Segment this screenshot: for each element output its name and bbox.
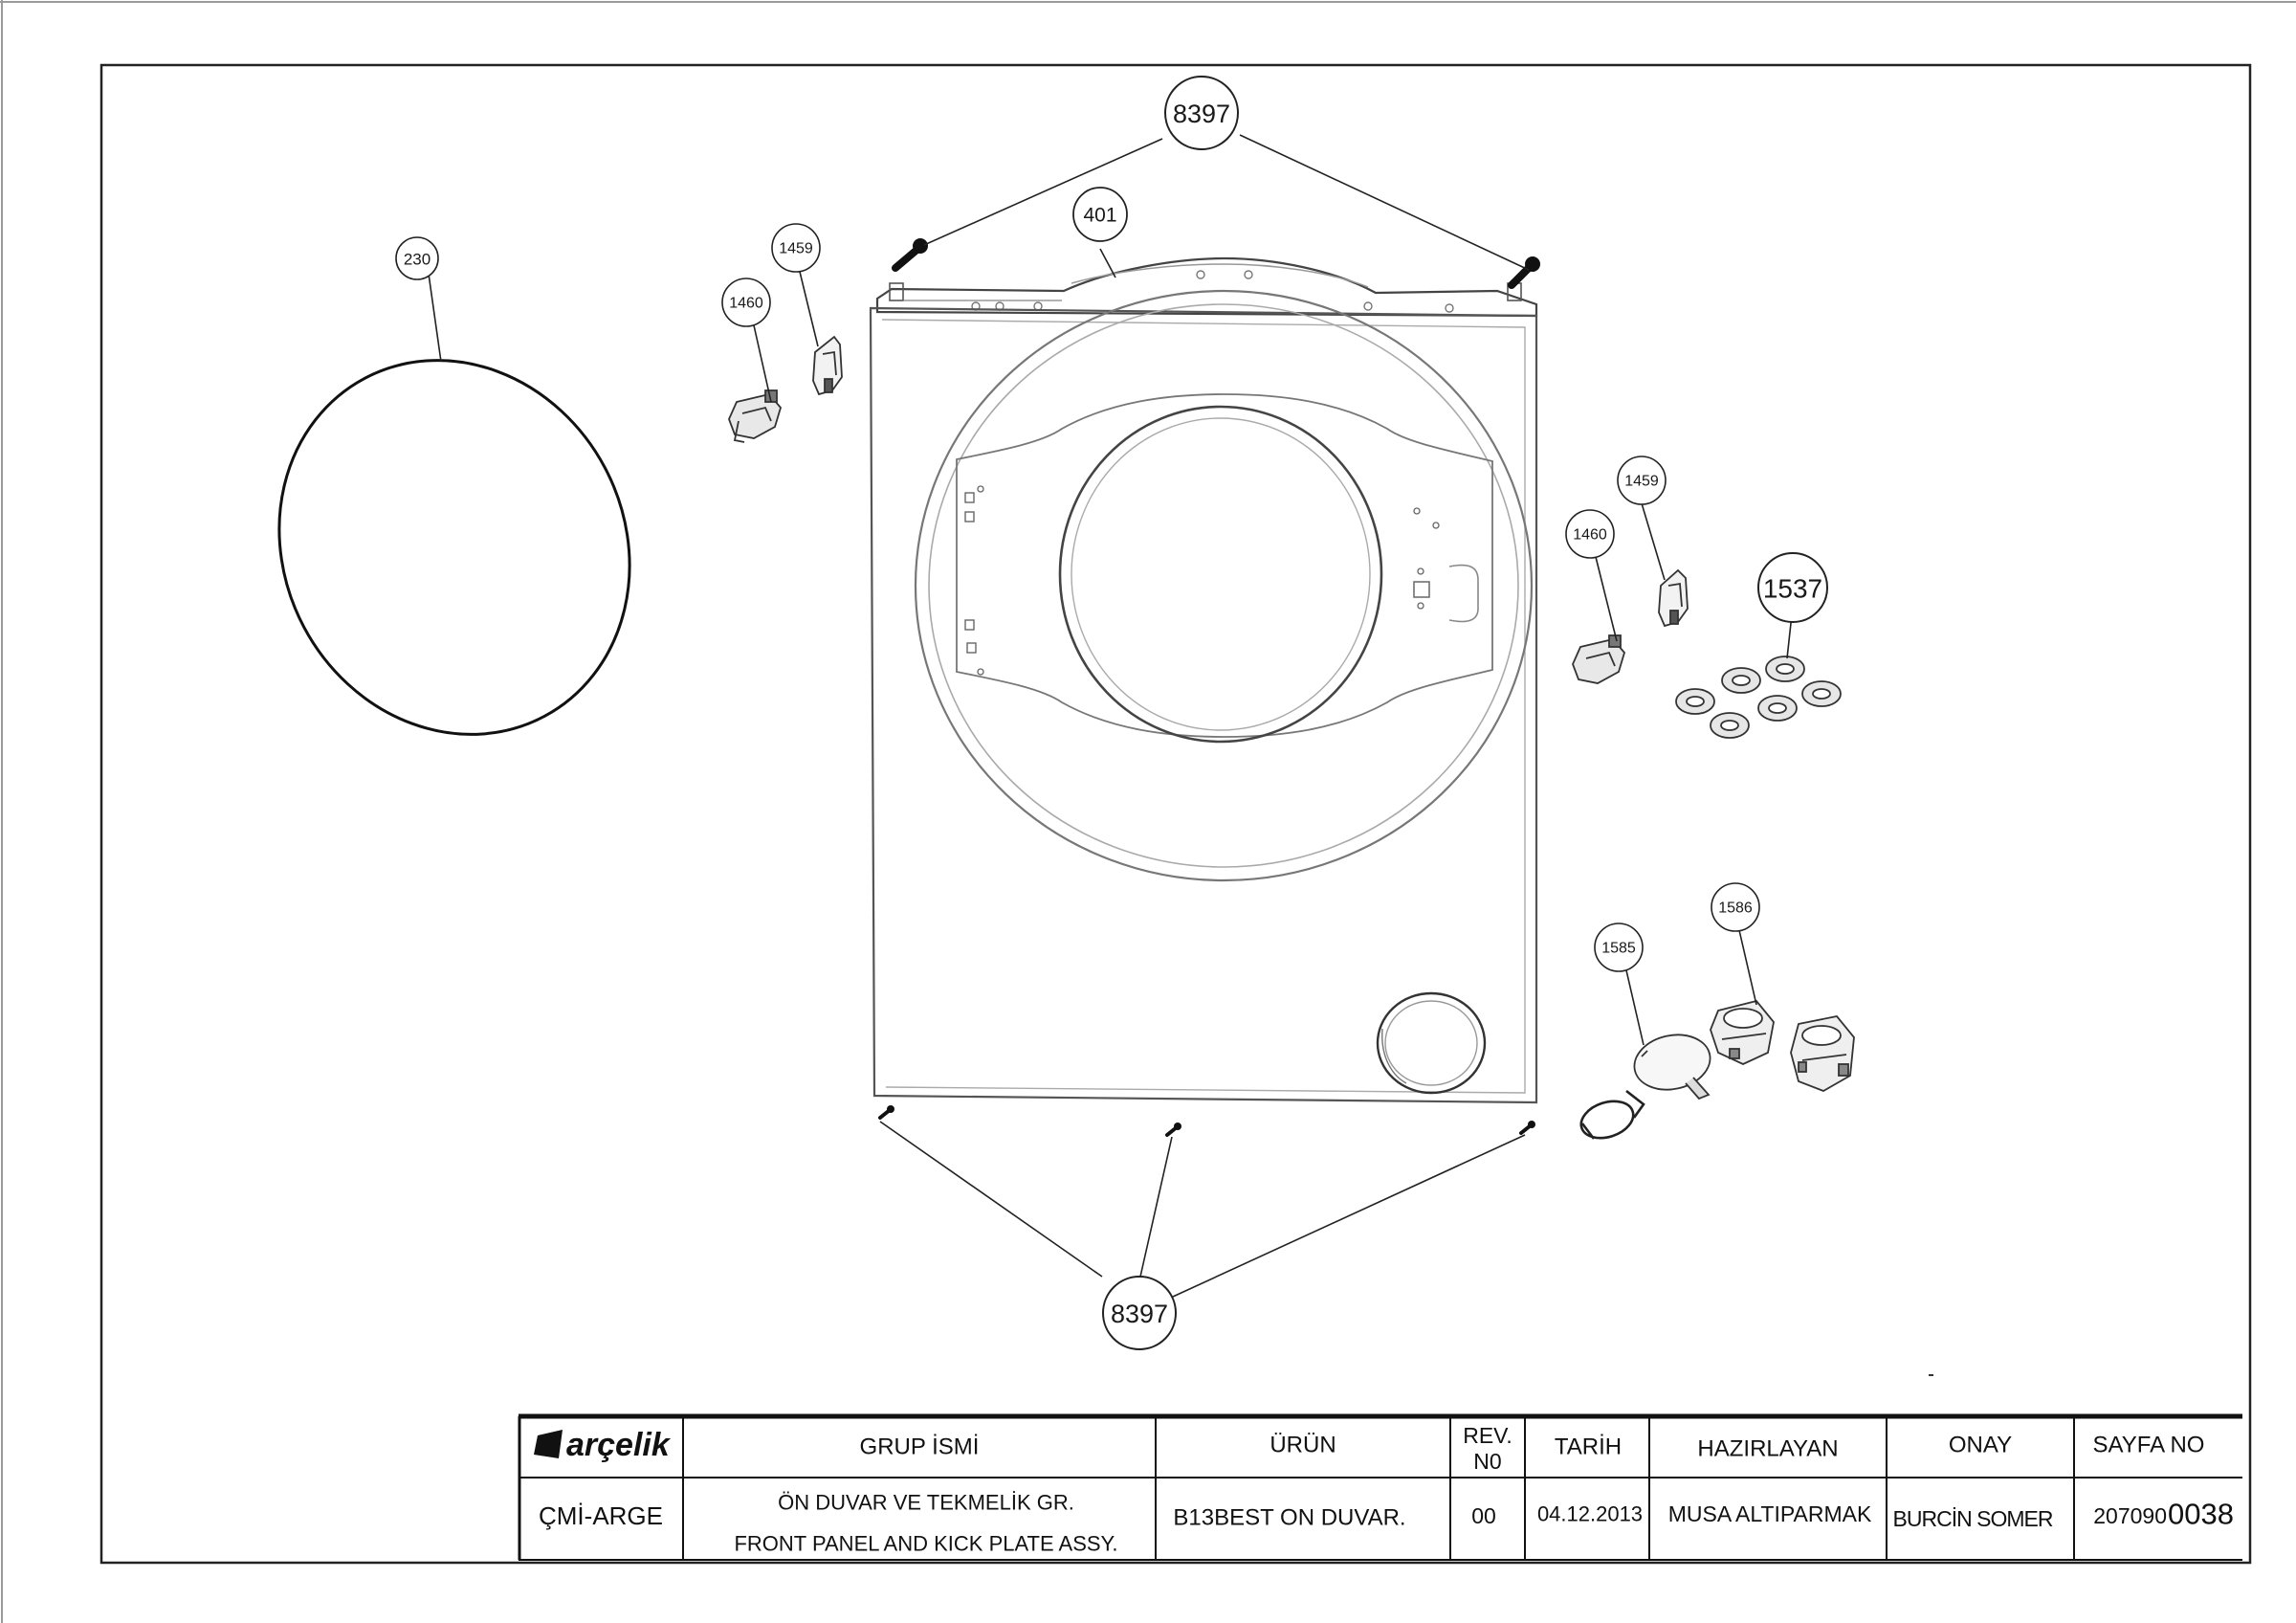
drain-ring-1585 [1579, 1089, 1645, 1140]
leader-1585 [1625, 969, 1645, 1046]
leader-1459-left [799, 271, 819, 347]
header-page-no: SAYFA NO [2093, 1433, 2205, 1458]
callout-1537: 1537 [1757, 552, 1828, 623]
leader-8397-top-right [1239, 134, 1530, 271]
callout-label-1459-right: 1459 [1624, 474, 1659, 490]
callout-1460-right: 1460 [1565, 509, 1615, 559]
service-cover-1585 [1633, 1034, 1711, 1101]
header-group-name: GRUP İSMİ [860, 1434, 980, 1460]
hinge-part-1459-left [812, 335, 843, 396]
header-date: TARİH [1555, 1434, 1622, 1460]
leader-1460-right [1595, 556, 1618, 642]
value-page-no-prefix: 207090 [2093, 1503, 2167, 1528]
hinge-part-1460-left [728, 389, 783, 443]
washer-set [1675, 656, 1842, 739]
leader-1459-right [1641, 502, 1666, 581]
bottom-screw-middle [1165, 1123, 1181, 1137]
leader-401 [1099, 248, 1116, 278]
bottom-screw-right [1519, 1121, 1535, 1135]
value-product: B13BEST ON DUVAR. [1173, 1505, 1405, 1531]
leader-8397-bottom-right [1172, 1134, 1526, 1298]
header-approval: ONAY [1949, 1433, 2012, 1458]
value-approval: BURCİN SOMER [1893, 1506, 2053, 1531]
header-rev-line1: REV. [1463, 1423, 1512, 1448]
value-group-name-tr: ÖN DUVAR VE TEKMELİK GR. [778, 1491, 1074, 1515]
value-page-no-suffix: 0038 [2168, 1498, 2234, 1531]
value-prepared-by: MUSA ALTIPARMAK [1668, 1501, 1872, 1526]
value-date: 04.12.2013 [1537, 1502, 1643, 1526]
callout-label-8397-top: 8397 [1173, 100, 1230, 128]
callout-1460-left: 1460 [721, 278, 771, 327]
filter-housing-1586 [1710, 999, 1775, 1065]
hinge-part-1460-right [1572, 634, 1626, 684]
callout-label-1459-left: 1459 [779, 241, 813, 257]
callout-label-8397-bottom: 8397 [1111, 1300, 1168, 1328]
value-rev: 00 [1471, 1503, 1496, 1528]
hinge-part-1459-right [1658, 568, 1689, 628]
bottom-screw-left [878, 1105, 894, 1120]
callout-label-1460-right: 1460 [1573, 527, 1607, 544]
callout-label-230: 230 [404, 251, 430, 269]
leader-8397-top-left [923, 138, 1163, 246]
leader-230 [428, 273, 442, 363]
value-group-name-en: FRONT PANEL AND KICK PLATE ASSY. [734, 1532, 1117, 1556]
title-block: arçelik GRUP İSMİ ÜRÜN REV. N0 TARİH HAZ… [518, 1413, 2242, 1561]
door-gasket-ring [277, 359, 631, 736]
leader-8397-bottom-left [879, 1121, 1103, 1278]
callout-1586: 1586 [1711, 882, 1760, 932]
callout-401: 401 [1072, 187, 1128, 242]
logo-wordmark: arçelik [566, 1427, 672, 1463]
callout-label-1460-left: 1460 [729, 296, 763, 312]
callout-label-1537: 1537 [1763, 574, 1822, 604]
callout-230: 230 [395, 236, 439, 280]
callout-label-401: 401 [1083, 205, 1116, 227]
header-product: ÜRÜN [1269, 1433, 1336, 1458]
drawing-frame [99, 63, 2252, 1565]
callout-8397-top: 8397 [1164, 76, 1239, 150]
callout-1585: 1585 [1594, 923, 1644, 972]
callout-8397-bottom: 8397 [1102, 1276, 1177, 1350]
header-rev-line2: N0 [1473, 1449, 1501, 1474]
leader-1460-left [753, 324, 772, 403]
top-screw-right [1508, 256, 1540, 289]
callout-1459-right: 1459 [1617, 456, 1667, 505]
callout-label-1585: 1585 [1601, 941, 1636, 957]
filter-cap-1586 [1790, 1015, 1855, 1092]
value-department: ÇMİ-ARGE [539, 1501, 663, 1530]
callout-1459-left: 1459 [771, 223, 821, 273]
top-screw-left [892, 238, 928, 272]
header-prepared-by: HAZIRLAYAN [1697, 1436, 1838, 1462]
leader-8397-bottom-middle [1139, 1136, 1173, 1278]
front-panel [869, 256, 1538, 1104]
arcelik-logo: arçelik [534, 1427, 672, 1463]
callout-label-1586: 1586 [1718, 900, 1753, 917]
leader-1586 [1738, 929, 1757, 1006]
